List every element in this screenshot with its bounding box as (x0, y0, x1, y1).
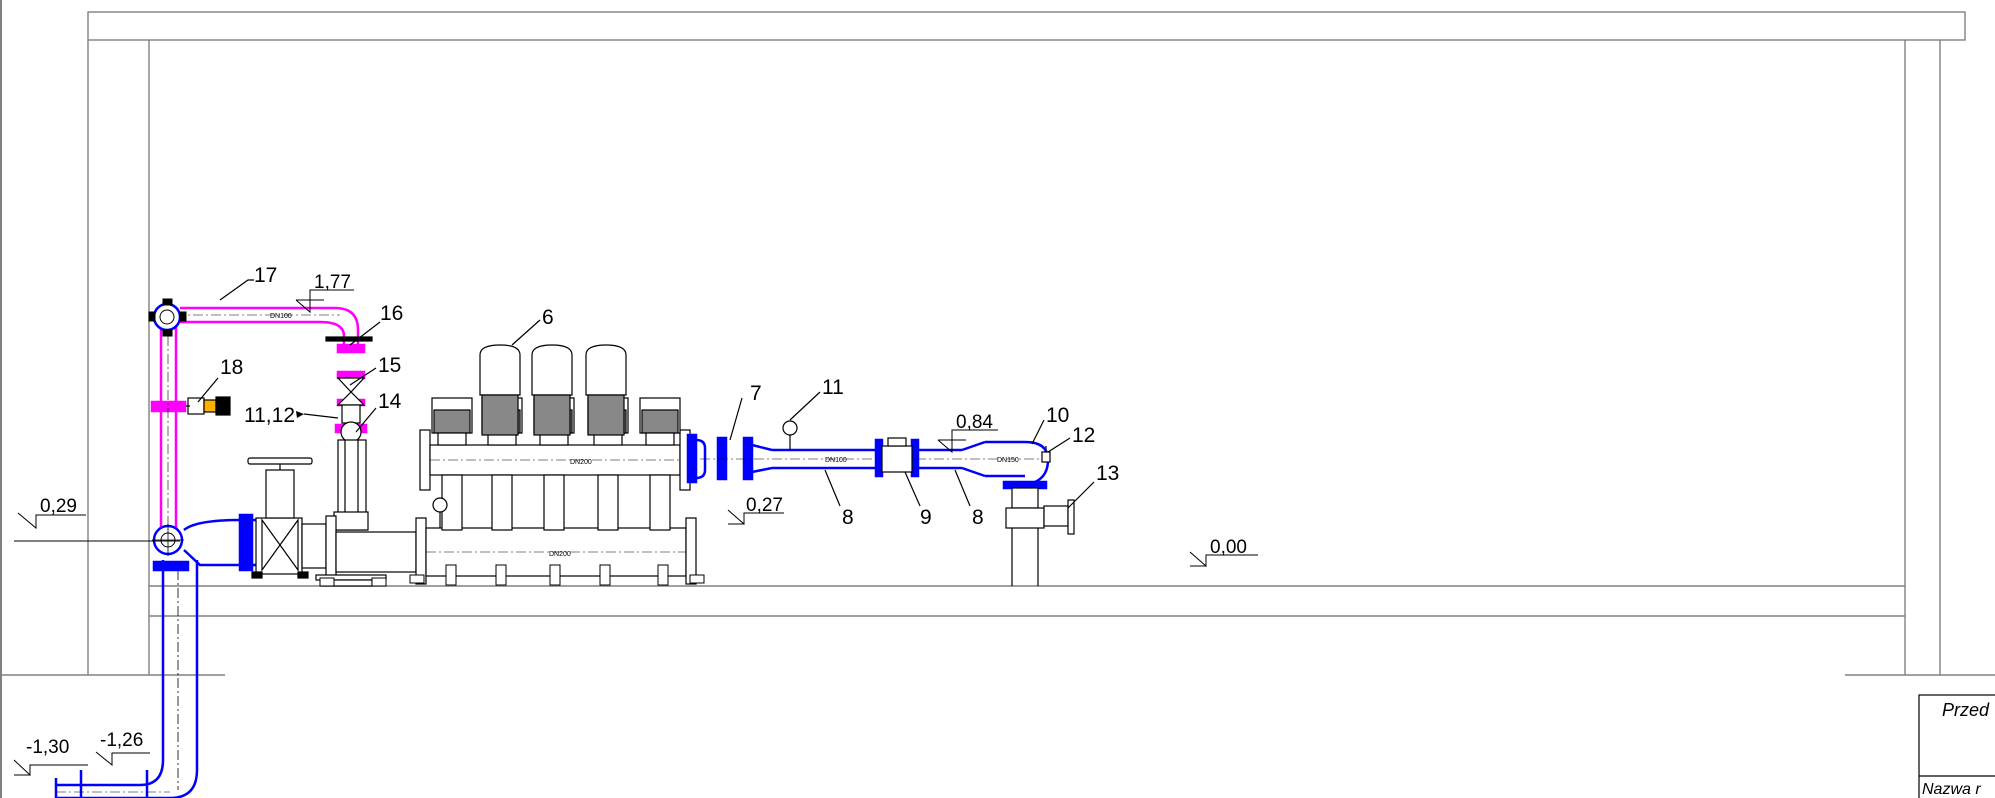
callout-1112: 11,12 (244, 404, 295, 427)
callout-14: 14 (378, 390, 402, 413)
callout-7: 7 (750, 382, 762, 405)
upper-header (419, 429, 691, 491)
gate-valve (247, 457, 313, 579)
small-valve-12 (1041, 446, 1051, 463)
flow-meter-9 (881, 437, 913, 473)
bottom-elbow-flange (152, 524, 190, 572)
manifold-dn200 (335, 517, 697, 585)
blue-suction-pipe (54, 560, 199, 798)
level-markers (13, 289, 1258, 777)
pressure-vessels (479, 344, 627, 436)
callout-8a: 8 (842, 506, 854, 529)
dn200-manifold-label: DN200 (570, 459, 592, 466)
title-block-line2: Nazwa r (1922, 781, 1981, 798)
suction-connector (301, 515, 387, 587)
callout-6: 6 (542, 306, 554, 329)
callout-15: 15 (378, 354, 401, 377)
dn100-mid-label: DN100 (825, 457, 847, 464)
riser-valve-13 (1005, 487, 1075, 586)
level-label-029: 0,29 (40, 496, 77, 517)
building-outline (0, 11, 1995, 676)
callout-13: 13 (1096, 462, 1119, 485)
level-label-084: 0,84 (956, 412, 993, 433)
callout-8b: 8 (972, 506, 984, 529)
dn200-lower-label: DN200 (549, 551, 571, 558)
callout-11: 11 (822, 376, 844, 399)
level-label-130: -1,30 (26, 737, 69, 758)
dn100-top-label: DN100 (270, 313, 292, 320)
callout-12: 12 (1072, 424, 1095, 447)
valve-stack-14-16 (325, 336, 373, 531)
pump-1 (431, 397, 473, 531)
pump-5 (639, 397, 681, 531)
dn150-label: DN150 (997, 457, 1019, 464)
callout-9: 9 (920, 506, 932, 529)
callout-17: 17 (254, 264, 277, 287)
level-label-027: 0,27 (746, 495, 783, 516)
top-elbow-flange (148, 298, 187, 337)
valve-18 (186, 396, 231, 416)
callout-18: 18 (220, 356, 243, 379)
callout-10: 10 (1046, 404, 1069, 427)
title-block-line1: Przed (1942, 700, 1990, 720)
level-label-000: 0,00 (1210, 537, 1247, 558)
callout-16: 16 (380, 302, 403, 325)
leader-lines (197, 279, 1095, 509)
level-label-126: -1,26 (100, 730, 143, 751)
discharge-gauge-11 (782, 420, 798, 450)
level-label-177: 1,77 (314, 272, 351, 293)
discharge-line (686, 433, 1050, 490)
manifold-gauge (432, 497, 448, 528)
pump-feet (319, 564, 705, 587)
blue-stub (183, 513, 256, 572)
title-block (1918, 694, 1995, 798)
